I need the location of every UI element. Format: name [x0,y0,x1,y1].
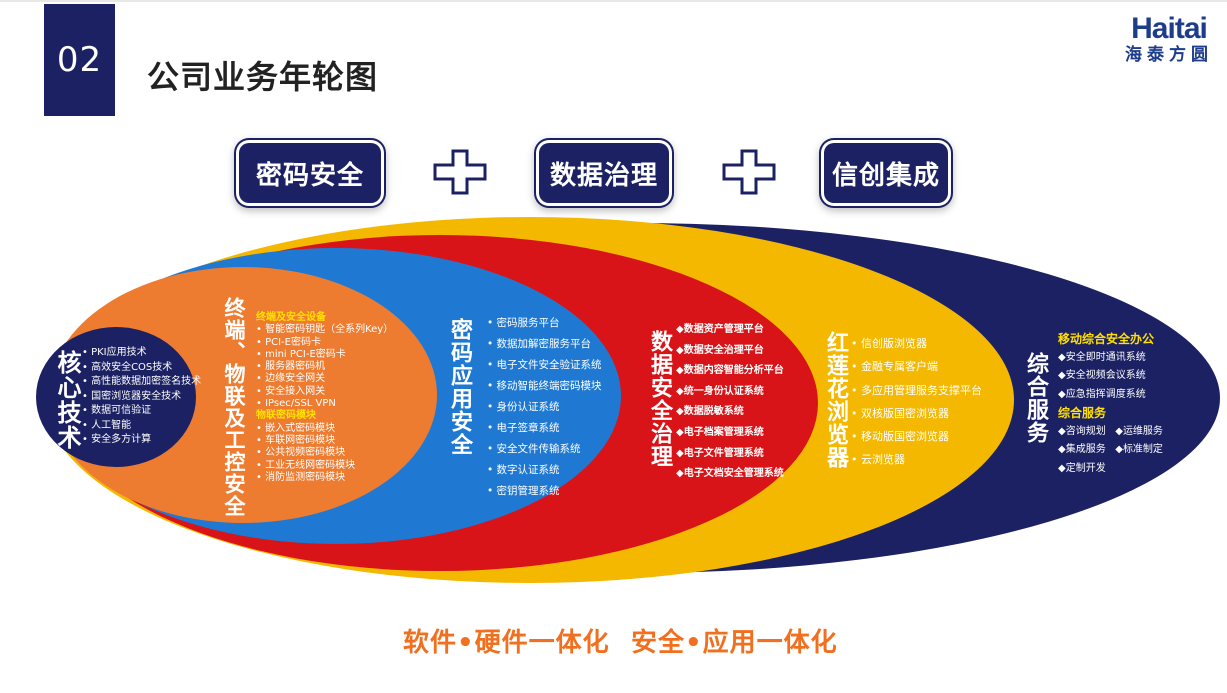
list-item: • 人工智能 [82,419,132,431]
list-item: • 金融专属客户端 [851,360,938,374]
list-item: ◆数据资产管理平台 [676,324,764,335]
list-item: • 高性能数据加密签名技术 [82,376,202,387]
list-item: ◆数据脱敏系统 [676,406,744,418]
logo: Haitai 海泰方圆 [1125,14,1213,66]
service-title: 综合服务 [1023,352,1048,444]
list-item: • 移动版国密浏览器 [851,430,949,444]
list-item: ◆安全视频会议系统 [1058,370,1146,381]
list-item: • 智能密码钥匙（全系列Key） [256,324,394,336]
list-item: • 边缘安全网关 [256,373,326,385]
section-number: 02 [44,4,115,116]
browser-title: 红莲花浏览器 [823,331,848,469]
terminal-title: 终端、物联及工控安全 [222,297,246,517]
list-item: ◆数据安全治理平台 [676,344,764,356]
list-item: • 消防监测密码模块 [256,471,346,483]
list-item: • 双核版国密浏览器 [851,406,949,420]
list-item: • 公共视频密码模块 [256,447,346,459]
data-list: ◆数据资产管理平台 ◆数据安全治理平台 ◆数据内容智能分析平台 ◆统一身份认证系… [676,320,784,485]
crypto-list: • 密码服务平台 • 数据加解密服务平台 • 电子文件安全验证系统 • 移动智能… [487,313,602,502]
list-item: • 服务器密码机 [256,361,326,373]
list-item: • 数据可信验证 [82,405,152,416]
list-item: • 密码服务平台 [487,317,560,329]
data-title: 数据安全治理 [647,330,672,468]
pillar-data-governance: 数据治理 [539,143,669,203]
page-title: 公司业务年轮图 [147,58,379,96]
list-item: • 移动智能终端密码模块 [487,380,602,392]
core-list: • PKI应用技术 • 高效安全COS技术 • 高性能数据加密签名技术 • 国密… [82,346,201,448]
list-item: • 信创版浏览器 [851,337,927,350]
plus-icon [433,149,487,195]
list-item: • IPsec/SSL VPN [256,398,336,410]
footer-left: 软件•硬件一体化 [403,628,610,658]
terminal-group2-title: 物联密码模块 [256,410,316,422]
list-item: • 嵌入式密码模块 [256,422,336,434]
list-item: • mini PCI-E密码卡 [256,348,346,360]
logo-cn: 海泰方圆 [1125,45,1213,65]
list-item: • 高效安全COS技术 [82,361,173,373]
list-item: • 车联网密码模块 [256,434,336,446]
list-item: ◆咨询规划 ◆运维服务 [1058,425,1163,437]
list-item: • 安全接入网关 [256,385,326,397]
list-item: ◆统一身份认证系统 [676,385,764,397]
list-item: • 安全多方计算 [82,434,152,445]
service-list: 移动综合安全办公 ◆安全即时通讯系统 ◆安全视频会议系统 ◆应急指挥调度系统 综… [1058,330,1163,478]
list-item: • 数字认证系统 [487,464,560,476]
list-item: • 国密浏览器安全技术 [82,390,182,402]
list-item: • 多应用管理服务支撑平台 [851,383,982,397]
pillar-xinchuang-integration: 信创集成 [824,143,948,203]
list-item: • 身份认证系统 [487,401,560,413]
list-item: ◆集成服务 ◆标准制定 [1058,444,1163,455]
list-item: ◆电子文档安全管理系统 [676,468,784,480]
terminal-list: 终端及安全设备 • 智能密码钥匙（全系列Key） • PCI-E密码卡 • mi… [256,312,393,484]
ring-core [36,327,196,467]
footer-right: 安全•应用一体化 [631,628,838,658]
list-item: ◆电子档案管理系统 [676,426,764,438]
list-item: ◆安全即时通讯系统 [1058,351,1146,363]
list-item: • PKI应用技术 [82,347,147,358]
plus-icon [722,149,776,195]
list-item: ◆应急指挥调度系统 [1058,388,1146,400]
core-title: 核心技术 [53,350,81,450]
list-item: • 安全文件传输系统 [487,443,581,455]
service-group1-title: 移动综合安全办公 [1058,332,1155,346]
list-item: ◆电子文件管理系统 [676,447,764,459]
logo-brand: Haitai [1131,12,1208,45]
list-item: • 云浏览器 [851,453,905,467]
pillar-crypto-security: 密码安全 [239,143,381,203]
list-item: • 电子文件安全验证系统 [487,359,602,371]
terminal-group1-title: 终端及安全设备 [256,312,326,323]
browser-list: • 信创版浏览器 • 金融专属客户端 • 多应用管理服务支撑平台 • 双核版国密… [851,332,982,472]
list-item: • 电子签章系统 [487,422,560,434]
list-item: • PCI-E密码卡 [256,336,321,348]
list-item: • 工业无线网密码模块 [256,459,356,471]
list-item: • 密钥管理系统 [487,485,560,497]
list-item: ◆数据内容智能分析平台 [676,365,784,377]
list-item: ◆定制开发 [1058,462,1106,474]
top-divider [0,0,1227,2]
service-group2-title: 综合服务 [1058,406,1107,420]
crypto-title: 密码应用安全 [447,318,472,456]
list-item: • 数据加解密服务平台 [487,338,592,350]
